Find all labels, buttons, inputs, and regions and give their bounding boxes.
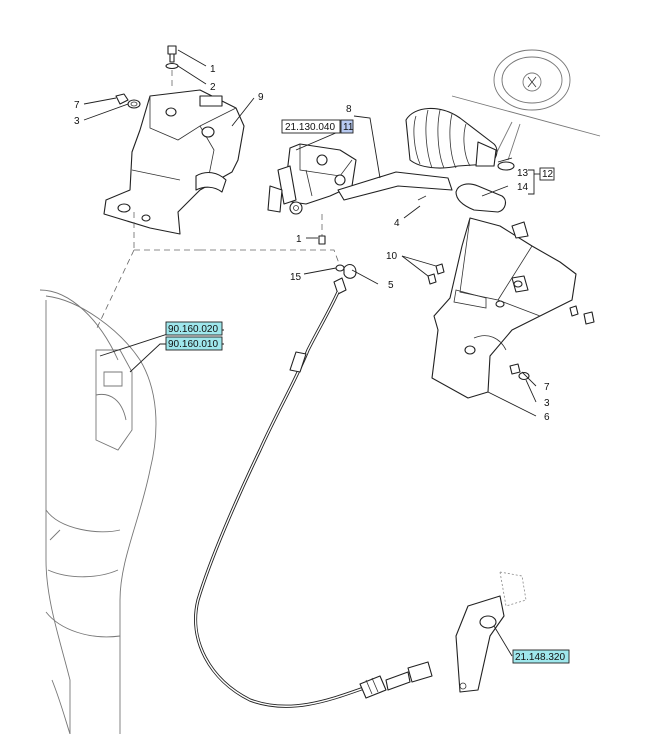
bracket-part-9 [103, 89, 245, 235]
callout-2: 2 [210, 82, 216, 93]
callout-15: 15 [290, 272, 302, 283]
ref-box-90-160-010[interactable] [165, 336, 223, 351]
callout-7-right: 7 [544, 382, 550, 393]
callout-14: 14 [517, 182, 529, 193]
ref-90-160-010-group[interactable]: 90.160.010 [165, 336, 223, 351]
screws-part-10 [427, 263, 445, 285]
callout-7-left: 7 [74, 100, 80, 111]
callout-9: 9 [258, 92, 264, 103]
ref-21-148-320-group[interactable]: 21.148.320 [512, 649, 570, 664]
shift-lever-assembly [267, 107, 515, 215]
bolt-and-washer-mid [318, 214, 357, 279]
ref-box-21-130-040[interactable] [281, 119, 341, 134]
ref-21-130-040-group[interactable]: 21.130.040 11 [281, 119, 354, 134]
callout-5: 5 [388, 280, 394, 291]
console-bracket-part-6 [431, 217, 577, 399]
ref-box-11[interactable] [340, 119, 354, 134]
ref-label-21-148-320[interactable]: 21.148.320 [515, 652, 565, 663]
ref-label-11[interactable]: 11 [343, 122, 354, 133]
gear-knob-inset [451, 49, 601, 161]
callout-12-group: 12 [528, 167, 555, 195]
callout-10: 10 [386, 251, 398, 262]
ref-box-21-148-320[interactable] [512, 649, 570, 664]
callout-3-left: 3 [74, 116, 80, 127]
ref-label-90-160-010[interactable]: 90.160.010 [168, 339, 218, 350]
cab-outline-ghost [39, 289, 157, 734]
callout-13: 13 [517, 168, 529, 179]
rod-part-4 [417, 195, 427, 201]
ref-box-90-160-020[interactable] [165, 321, 223, 336]
callout-1-top: 1 [210, 64, 216, 75]
callout-6: 6 [544, 412, 550, 423]
ref-90-160-020-group[interactable]: 90.160.020 [165, 321, 223, 336]
callout-3-right: 3 [544, 398, 550, 409]
callout-numbers: 1 2 7 3 9 8 13 14 4 10 1 15 5 7 3 6 [74, 64, 550, 423]
ref-label-21-130-040[interactable]: 21.130.040 [285, 122, 335, 133]
pedal-lever-ghost [455, 571, 527, 693]
bolt-and-washer [165, 45, 179, 90]
connector-dashes [95, 212, 341, 331]
ref-label-90-160-020[interactable]: 90.160.020 [168, 324, 218, 335]
callout-4: 4 [394, 218, 400, 229]
fasteners-right [509, 305, 595, 381]
nut-and-washer-left [115, 93, 141, 109]
shift-cable-part-5 [194, 277, 433, 708]
callout-1-mid: 1 [296, 234, 302, 245]
callout-12: 12 [542, 169, 554, 180]
callout-8: 8 [346, 104, 352, 115]
